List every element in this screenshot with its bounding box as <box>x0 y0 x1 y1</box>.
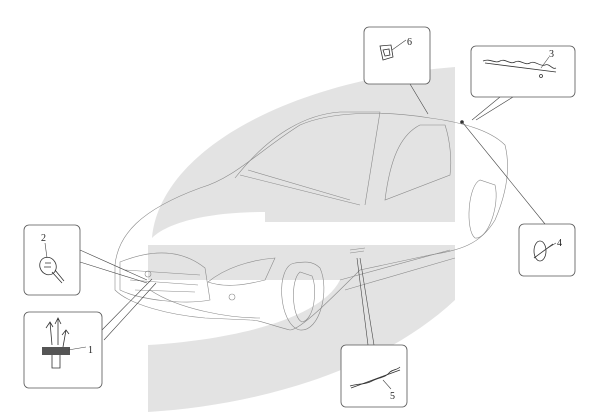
car-illustration <box>114 111 508 331</box>
callout-number-3: 3 <box>549 49 554 60</box>
label-icon <box>379 44 394 61</box>
callout-box-2[interactable]: 2 <box>23 224 81 296</box>
leader-lines <box>79 83 546 346</box>
trident-emblem-icon <box>42 317 70 369</box>
watermark-logo <box>148 67 455 412</box>
lettering-badge-icon <box>482 59 557 78</box>
callout-number-5: 5 <box>390 391 395 402</box>
callout-box-1[interactable]: 1 <box>23 311 103 389</box>
callout-box-3[interactable]: 3 <box>470 45 576 98</box>
callout-box-4[interactable]: 4 <box>518 223 576 277</box>
script-badge-icon <box>349 366 401 389</box>
callout-number-1: 1 <box>88 345 93 356</box>
callout-number-6: 6 <box>407 37 412 48</box>
oval-badge-icon <box>533 240 554 262</box>
callout-number-4: 4 <box>557 238 562 249</box>
callout-box-5[interactable]: 5 <box>340 344 408 408</box>
callout-box-6[interactable]: 6 <box>363 26 431 85</box>
bonnet-badge-icon <box>39 256 65 284</box>
callout-number-2: 2 <box>41 233 46 244</box>
